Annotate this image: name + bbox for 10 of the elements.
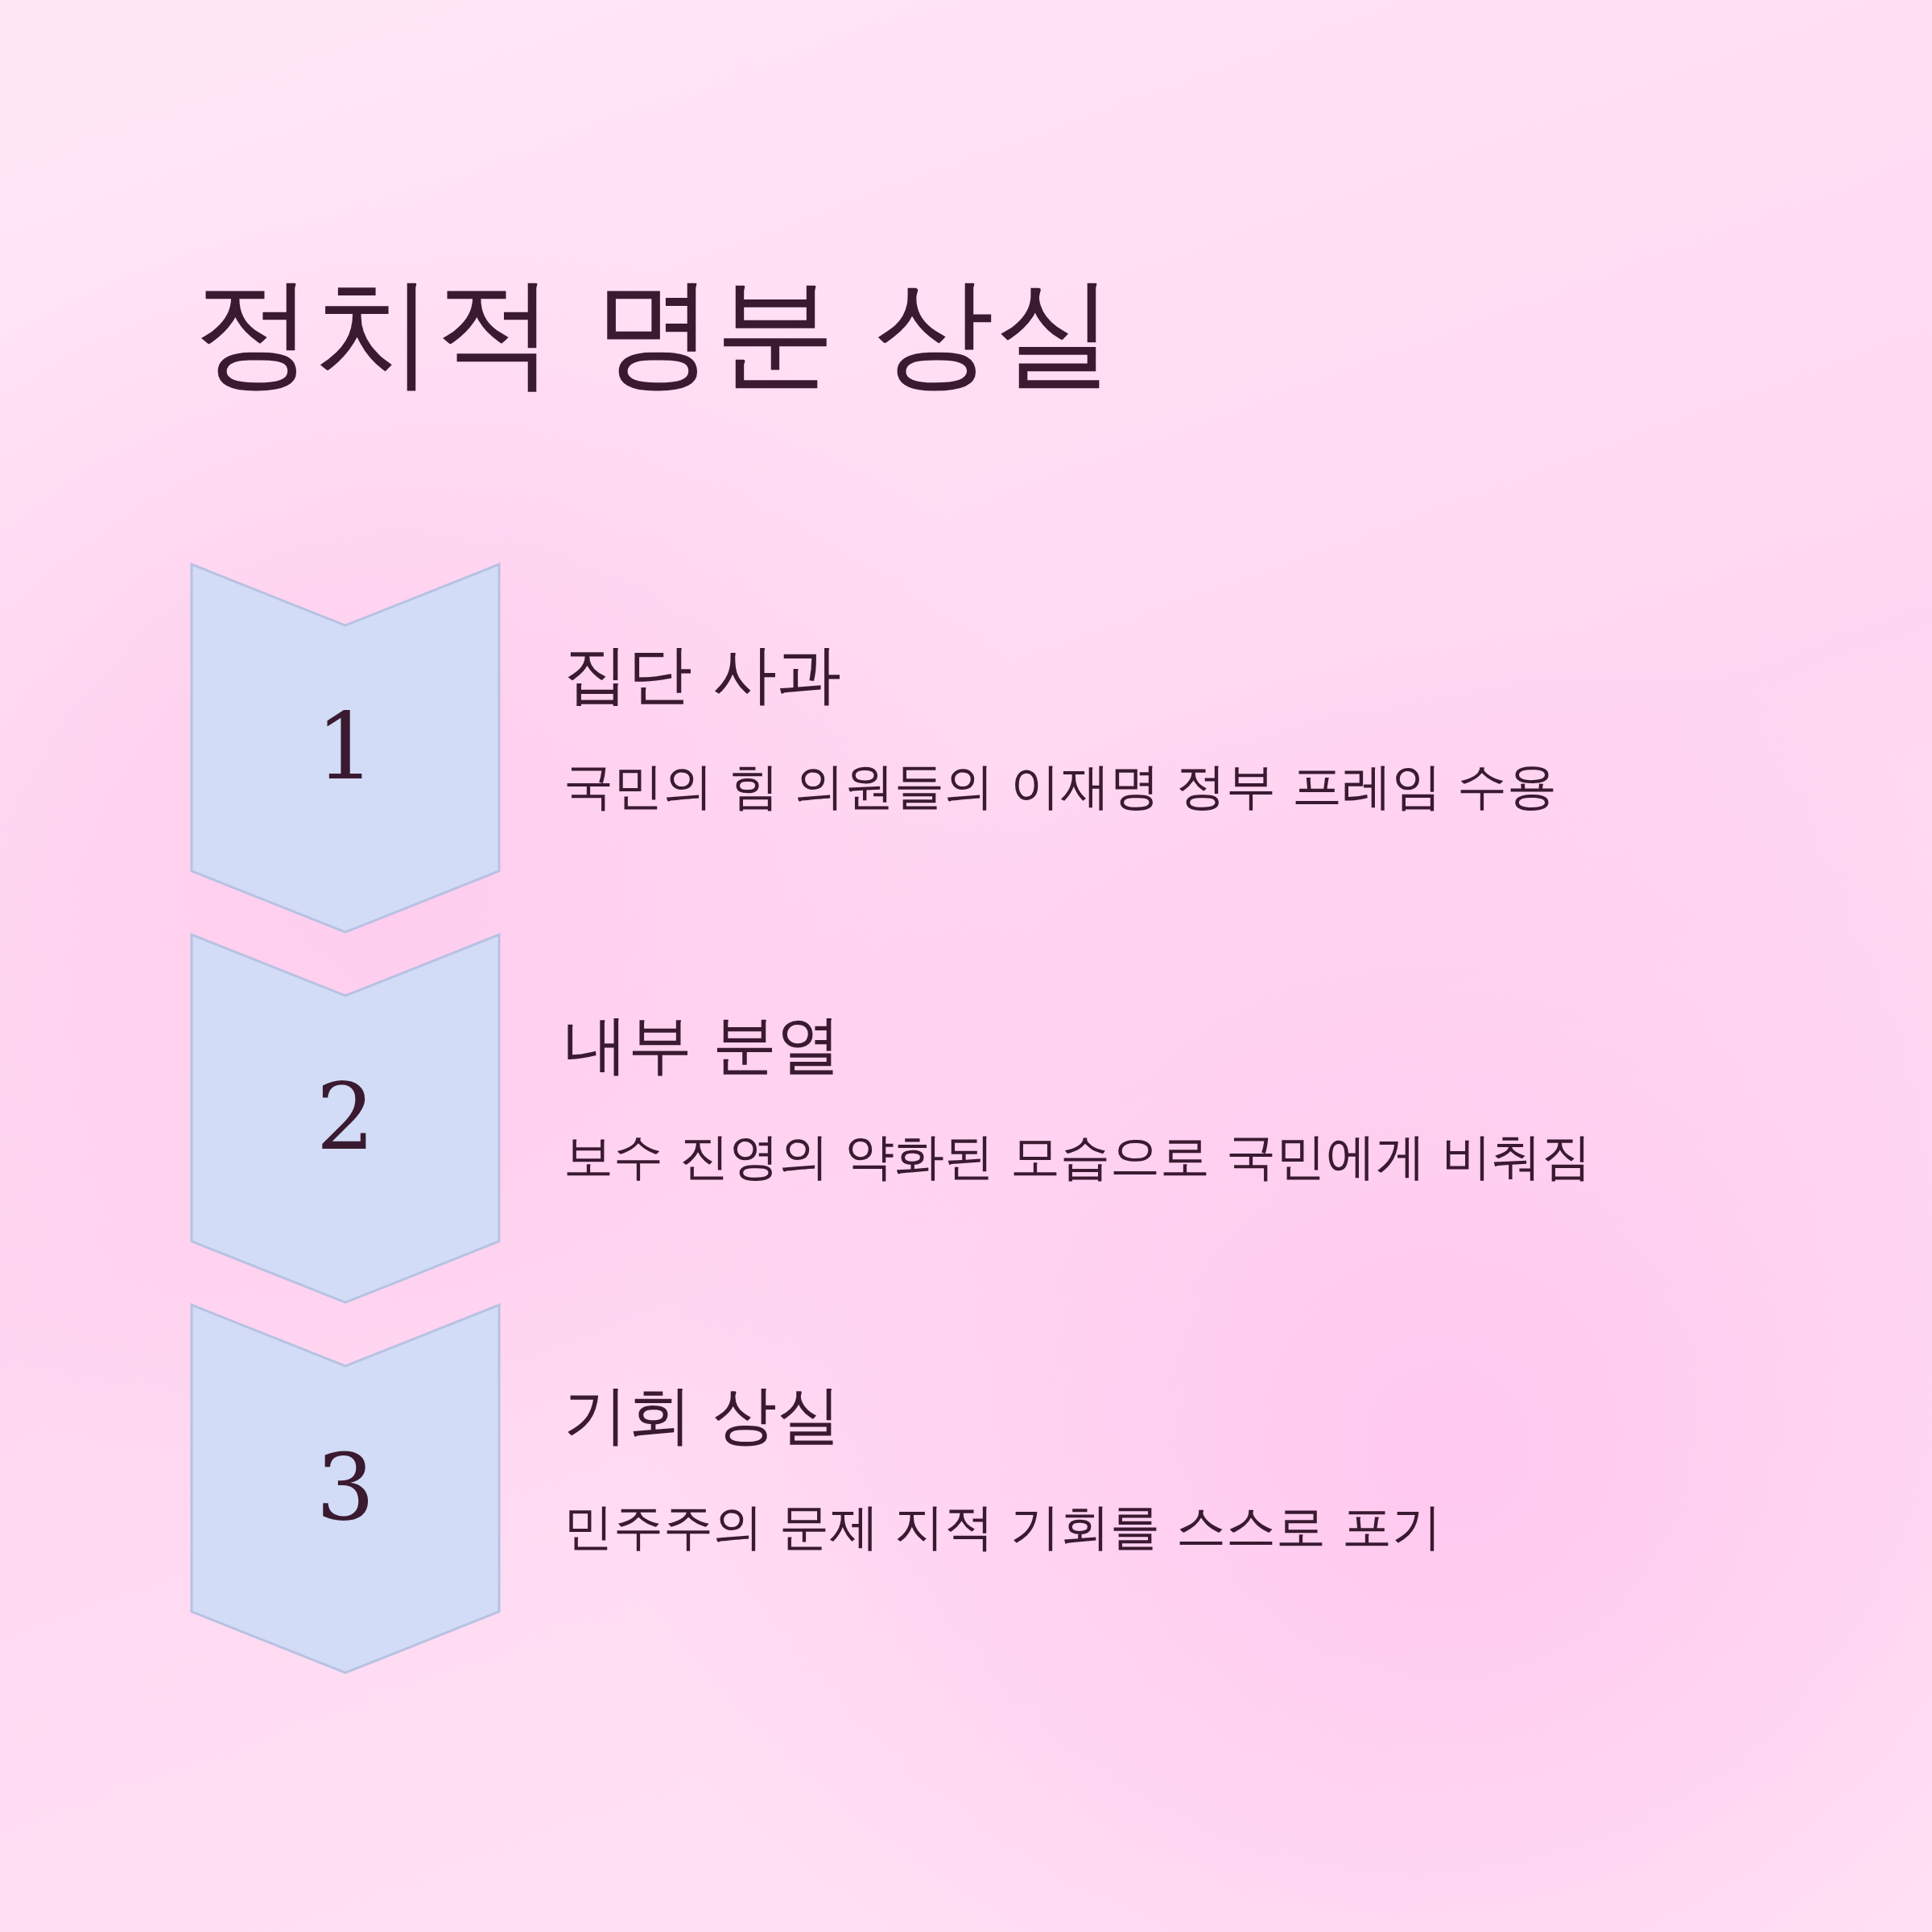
step-heading: 집단 사과 — [564, 636, 842, 713]
step-number: 3 — [315, 1441, 376, 1534]
step-heading: 기회 상실 — [564, 1377, 842, 1454]
step-description: 국민의 힘 의원들의 이재명 정부 프레임 수용 — [564, 757, 1558, 817]
step-heading: 내부 분열 — [564, 1006, 842, 1084]
step-description: 민주주의 문제 지적 기회를 스스로 포기 — [564, 1497, 1442, 1558]
step-number: 1 — [315, 700, 376, 793]
title: 정치적 명분 상실 — [193, 266, 1116, 398]
step-description: 보수 진영의 약화된 모습으로 국민에게 비춰짐 — [564, 1127, 1591, 1187]
step-number: 2 — [315, 1071, 376, 1163]
